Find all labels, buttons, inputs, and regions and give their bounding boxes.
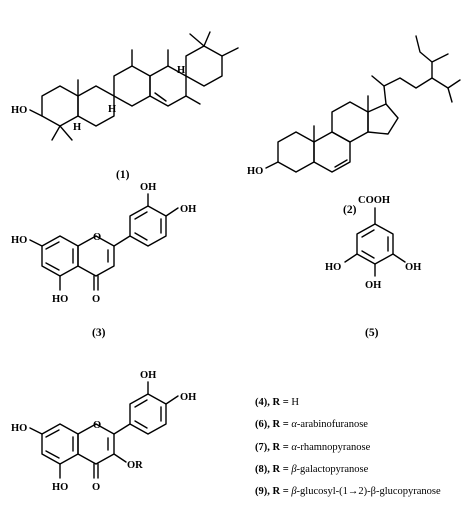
compound-3-ketone-o: O xyxy=(92,294,100,305)
scaffold-or-group: OR xyxy=(127,460,143,471)
legend-prefix: (9), R = xyxy=(255,486,289,498)
compound-3-label: (3) xyxy=(92,327,106,339)
legend-prefix: (4), R = xyxy=(255,397,289,408)
compound-1-hydroxyl: HO xyxy=(11,105,27,116)
compound-3-oh-4prime: OH xyxy=(180,204,196,215)
compound-1-h-5: H xyxy=(73,122,81,133)
legend-row-9: (9), R = β-glucosyl-(1→2)-β-glucopyranos… xyxy=(255,481,470,503)
compound-5-label: (5) xyxy=(365,327,379,339)
compound-5-carboxyl: COOH xyxy=(358,195,390,206)
legend-substituent: -galactopyranose xyxy=(296,463,369,475)
compound-2-label: (2) xyxy=(343,204,357,216)
compound-3-oh-3prime: OH xyxy=(140,182,156,193)
substituent-legend: (4), R = H (6), R = α-arabinofuranose (7… xyxy=(255,392,470,503)
scaffold-oh-7: HO xyxy=(11,423,27,434)
compound-3-structure: O O OH OH HO HO (3) xyxy=(11,182,196,339)
scaffold-oh-5: HO xyxy=(52,482,68,493)
scaffold-ring-o: O xyxy=(93,420,101,431)
legend-prefix: (7), R = xyxy=(255,441,289,453)
legend-stereo: α xyxy=(291,441,297,453)
quercetin-scaffold-structure: O O OR OH OH HO HO xyxy=(11,370,196,493)
legend-substituent: -rhamnopyranose xyxy=(296,441,371,453)
legend-row-8: (8), R = β-galactopyranose xyxy=(255,459,470,481)
legend-prefix: (8), R = xyxy=(255,463,289,475)
legend-stereo: β xyxy=(291,463,297,475)
compound-3-ring-o: O xyxy=(93,232,101,243)
scaffold-ketone-o: O xyxy=(92,482,100,493)
compound-1-structure: HO H H H (1) xyxy=(11,31,239,181)
legend-row-4: (4), R = H xyxy=(255,392,470,414)
legend-substituent: -arabinofuranose xyxy=(296,419,368,431)
legend-row-6: (6), R = α-arabinofuranose xyxy=(255,414,470,436)
compound-5-structure: COOH HO OH OH (5) xyxy=(325,195,421,339)
scaffold-oh-4prime: OH xyxy=(180,392,196,403)
legend-stereo: α xyxy=(291,419,297,431)
legend-stereo: β xyxy=(291,486,297,498)
compound-5-oh-3: HO xyxy=(325,262,341,273)
compound-5-oh-5: OH xyxy=(405,262,421,273)
legend-row-7: (7), R = α-rhamnopyranose xyxy=(255,437,470,459)
legend-substituent: H xyxy=(291,397,299,408)
compound-3-oh-7: HO xyxy=(11,235,27,246)
legend-prefix: (6), R = xyxy=(255,419,289,431)
scaffold-oh-3prime: OH xyxy=(140,370,156,381)
compound-2-structure: HO (2) xyxy=(247,35,461,216)
legend-substituent: -glucosyl-(1→2)-β-glucopyranose xyxy=(296,486,441,498)
compound-2-hydroxyl: HO xyxy=(247,166,263,177)
compound-5-oh-4: OH xyxy=(365,280,381,291)
compound-1-h-9: H xyxy=(108,104,116,115)
compound-3-oh-5: HO xyxy=(52,294,68,305)
compound-1-h-18: H xyxy=(177,65,185,76)
compound-1-label: (1) xyxy=(116,169,130,181)
